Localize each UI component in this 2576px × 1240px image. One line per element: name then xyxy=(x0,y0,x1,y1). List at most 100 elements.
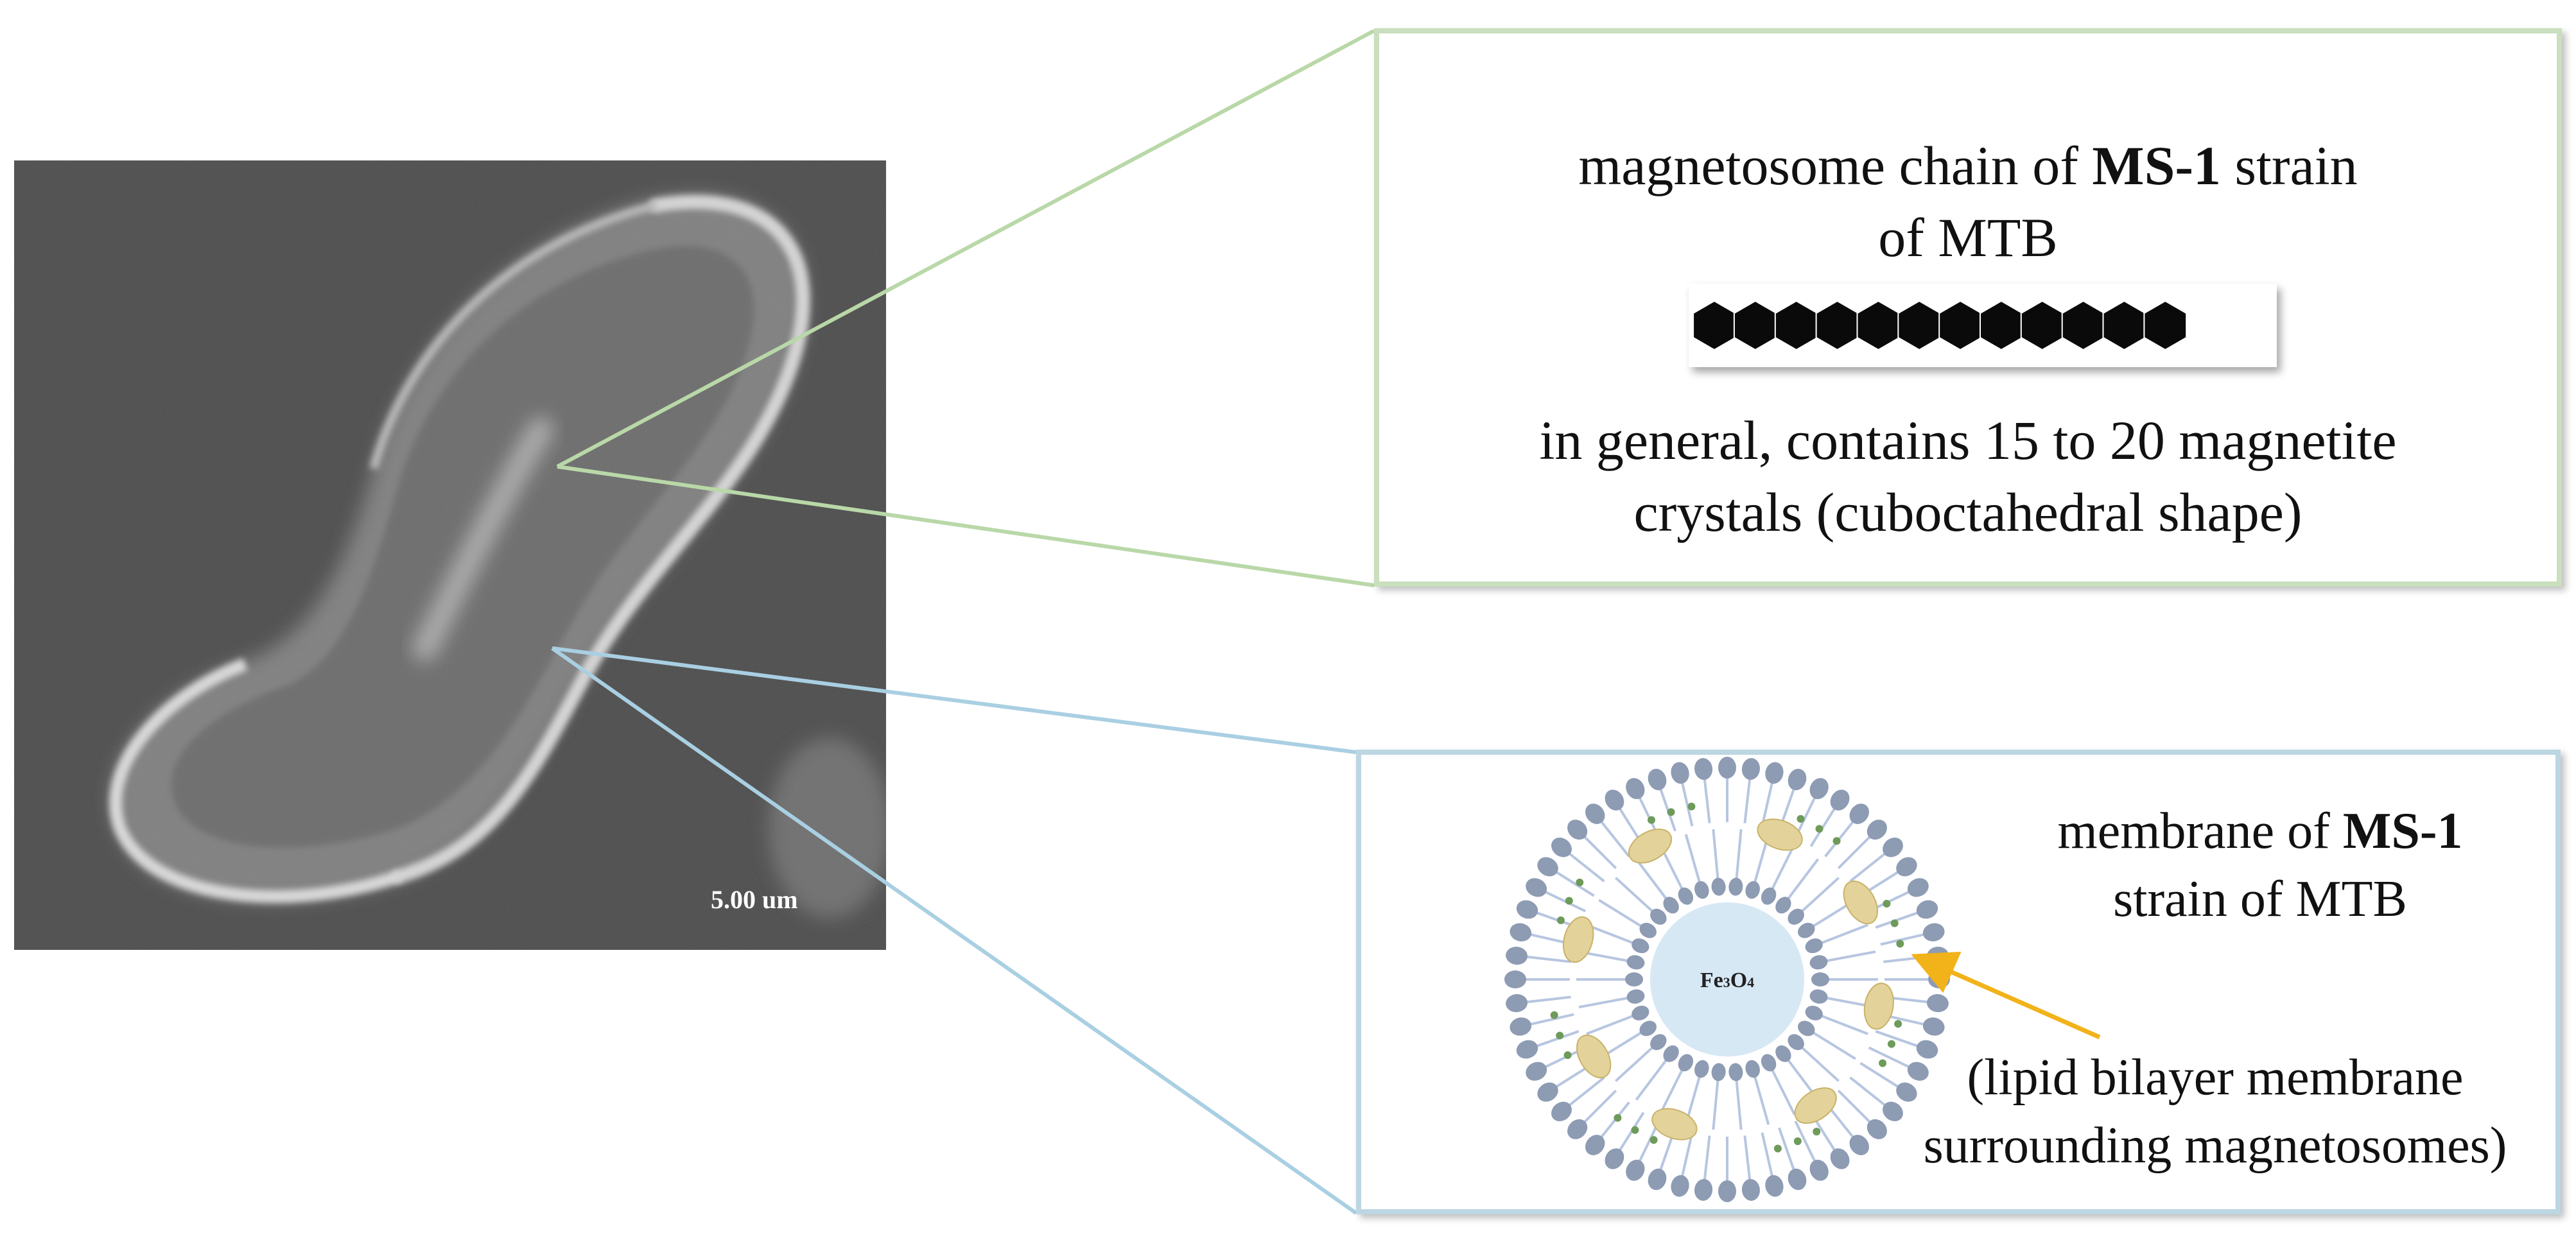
lipid-tail xyxy=(1743,775,1752,823)
lipid-head-inner xyxy=(1761,887,1777,905)
lipid-head-inner xyxy=(1663,1045,1679,1062)
lipid-head-outer xyxy=(1510,1017,1532,1036)
lipid-tail xyxy=(1533,1030,1580,1049)
chain-title-line2: of MTB xyxy=(1878,207,2058,268)
lipid-tail xyxy=(1635,858,1669,902)
lipid-tail xyxy=(1798,877,1840,915)
lipid-head-inner xyxy=(1728,877,1743,896)
chain-description: in general, contains 15 to 20 magnetite … xyxy=(1379,404,2557,548)
lipid-tail xyxy=(1703,775,1711,823)
lipid-tail xyxy=(1658,1067,1685,1115)
lipid-tail xyxy=(1761,1132,1775,1180)
lipid-tail xyxy=(1818,924,1868,945)
membrane-title-text: membrane of xyxy=(2057,803,2343,859)
chain-title-text: magnetosome chain of xyxy=(1578,135,2093,196)
lipid-head-outer xyxy=(1718,1180,1736,1202)
magnetosome-crystal xyxy=(1773,1087,1837,1153)
fe3o4-core-label: Fe3O4 xyxy=(1700,969,1754,992)
lipid-head-inner xyxy=(1694,881,1709,899)
magnetite-crystal-hexagon xyxy=(2061,300,2105,351)
magnetosome-crystal xyxy=(1550,1011,1612,1079)
lipid-head-inner xyxy=(1632,1005,1649,1020)
magnetite-crystal-hexagon xyxy=(1856,300,1901,351)
lipid-head-outer xyxy=(1907,1062,1929,1081)
lipid-head-inner xyxy=(1678,1054,1694,1072)
lipid-head-outer xyxy=(1551,1101,1572,1121)
lipid-head-inner xyxy=(1775,897,1791,914)
magnetite-crystal-hexagon xyxy=(1733,300,1777,351)
lipid-head-outer xyxy=(1926,947,1949,965)
lipid-head-inner xyxy=(1632,938,1649,954)
lipid-head-outer xyxy=(1849,804,1869,824)
lipid-tail xyxy=(1837,833,1874,870)
lipid-head-inner xyxy=(1639,1020,1657,1037)
lipid-tail xyxy=(1868,1046,1913,1070)
magnetosome-crystal xyxy=(1863,983,1902,1067)
magnetosome-crystal xyxy=(1614,1108,1698,1144)
chain-title-strain: MS-1 xyxy=(2092,135,2222,196)
lipid-head-outer xyxy=(1765,1175,1784,1197)
magnetite-crystal-hexagon xyxy=(1815,300,1859,351)
lipid-head-outer xyxy=(1926,994,1949,1012)
membrane-title: membrane of MS-1 strain of MTB xyxy=(1971,797,2549,933)
magnetite-crystal-hexagon xyxy=(1938,300,1982,351)
lipid-tail xyxy=(1597,818,1630,857)
lipid-tail xyxy=(1552,869,1595,897)
magnetite-crystal-hexagon xyxy=(1897,300,1942,351)
lipid-head-outer xyxy=(1648,1168,1667,1191)
lipid-head-outer xyxy=(1537,1082,1558,1102)
lipid-head-outer xyxy=(1718,757,1736,779)
lipid-head-outer xyxy=(1867,820,1887,840)
lipid-tail xyxy=(1743,1135,1752,1184)
lipid-head-outer xyxy=(1526,1062,1547,1081)
lipid-head-outer xyxy=(1626,778,1645,800)
lipid-head-outer xyxy=(1867,1119,1887,1139)
lipid-head-inner xyxy=(1775,1045,1791,1062)
lipid-head-outer xyxy=(1551,838,1572,857)
lipid-head-outer xyxy=(1671,1175,1689,1197)
lipid-tail xyxy=(1522,995,1571,1004)
lipid-tail xyxy=(1614,1044,1656,1082)
lipid-head-outer xyxy=(1922,1017,1945,1036)
lipid-head-outer xyxy=(1916,1040,1938,1059)
magnetite-crystal-hexagon xyxy=(2102,300,2146,351)
lipid-head-inner xyxy=(1745,881,1760,899)
lipid-head-outer xyxy=(1883,838,1903,857)
magnetosome-chain-illustration xyxy=(1689,284,2277,367)
lipid-bilayer-illustration: Fe3O4 xyxy=(1504,757,1950,1202)
lipid-head-inner xyxy=(1761,1054,1777,1072)
lipid-head-inner xyxy=(1626,955,1645,970)
lipid-head-inner xyxy=(1788,1034,1804,1051)
lipid-head-inner xyxy=(1625,972,1643,986)
lipid-tail xyxy=(1597,1101,1630,1141)
lipid-head-outer xyxy=(1788,1168,1807,1191)
lipid-tail xyxy=(1581,833,1617,870)
lipid-head-inner xyxy=(1788,908,1804,925)
lipid-tail xyxy=(1680,1132,1694,1180)
lipid-head-inner xyxy=(1694,1060,1709,1078)
membrane-note-line2: surrounding magnetosomes) xyxy=(1923,1117,2507,1174)
lipid-head-inner xyxy=(1711,877,1726,896)
lipid-head-outer xyxy=(1537,857,1558,877)
lipid-tail xyxy=(1635,1056,1669,1101)
lipid-tail xyxy=(1809,804,1838,847)
lipid-head-outer xyxy=(1765,762,1784,784)
lipid-head-inner xyxy=(1650,908,1667,925)
lipid-tail xyxy=(1785,858,1820,902)
lipid-head-outer xyxy=(1741,758,1760,780)
lipid-tail xyxy=(1680,779,1694,827)
lipid-head-outer xyxy=(1567,820,1588,840)
lipid-head-outer xyxy=(1585,804,1605,824)
lipid-tail xyxy=(1875,1030,1922,1049)
lipid-tail xyxy=(1849,1076,1889,1109)
lipid-head-outer xyxy=(1504,970,1526,988)
lipid-head-outer xyxy=(1585,1135,1605,1155)
lipid-head-inner xyxy=(1811,972,1829,986)
lipid-tail xyxy=(1880,932,1928,946)
lipid-tail xyxy=(1581,1089,1617,1126)
lipid-tail xyxy=(1735,1077,1743,1130)
lipid-tail xyxy=(1859,1062,1902,1090)
lipid-head-outer xyxy=(1741,1178,1760,1201)
lipid-tail xyxy=(1849,850,1889,883)
lipid-head-outer xyxy=(1506,994,1528,1012)
